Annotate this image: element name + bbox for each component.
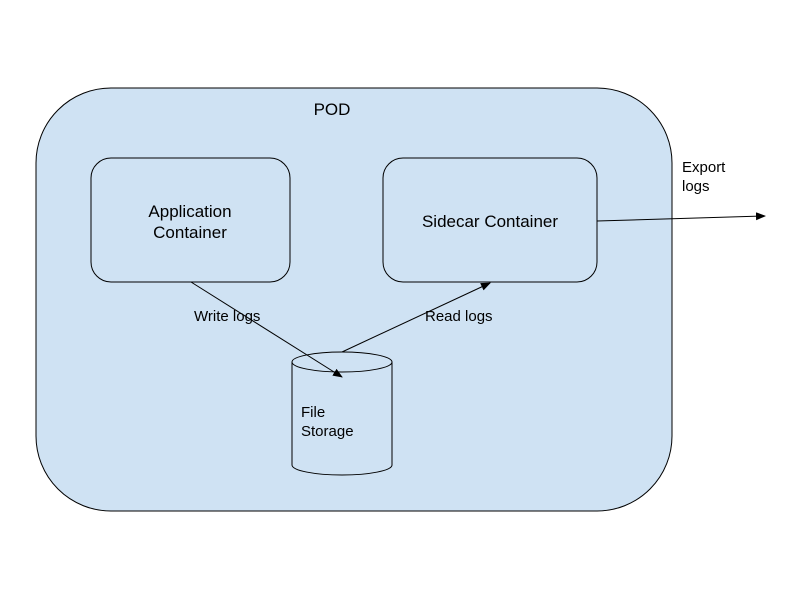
read-logs-arrow [341, 282, 491, 353]
application-container-box [90, 157, 291, 283]
write-logs-arrow [190, 281, 343, 378]
export-logs-label-line1: Export [682, 159, 726, 176]
export-logs-arrow [596, 212, 766, 222]
export-logs-label-line2: logs [682, 178, 710, 195]
read-logs-label: Read logs [425, 308, 493, 325]
sidecar-container-label: Sidecar Container [422, 212, 558, 231]
application-container-label-line2: Container [153, 223, 227, 242]
file-storage-label-line1: File [301, 404, 325, 421]
file-storage-cylinder [291, 351, 393, 476]
file-storage-label-line2: Storage [301, 423, 354, 440]
application-container-label-line1: Application [148, 202, 231, 221]
write-logs-label: Write logs [194, 308, 260, 325]
file-storage-body [291, 362, 393, 476]
pod-title: POD [314, 100, 351, 119]
sidecar-container-box [382, 157, 598, 283]
